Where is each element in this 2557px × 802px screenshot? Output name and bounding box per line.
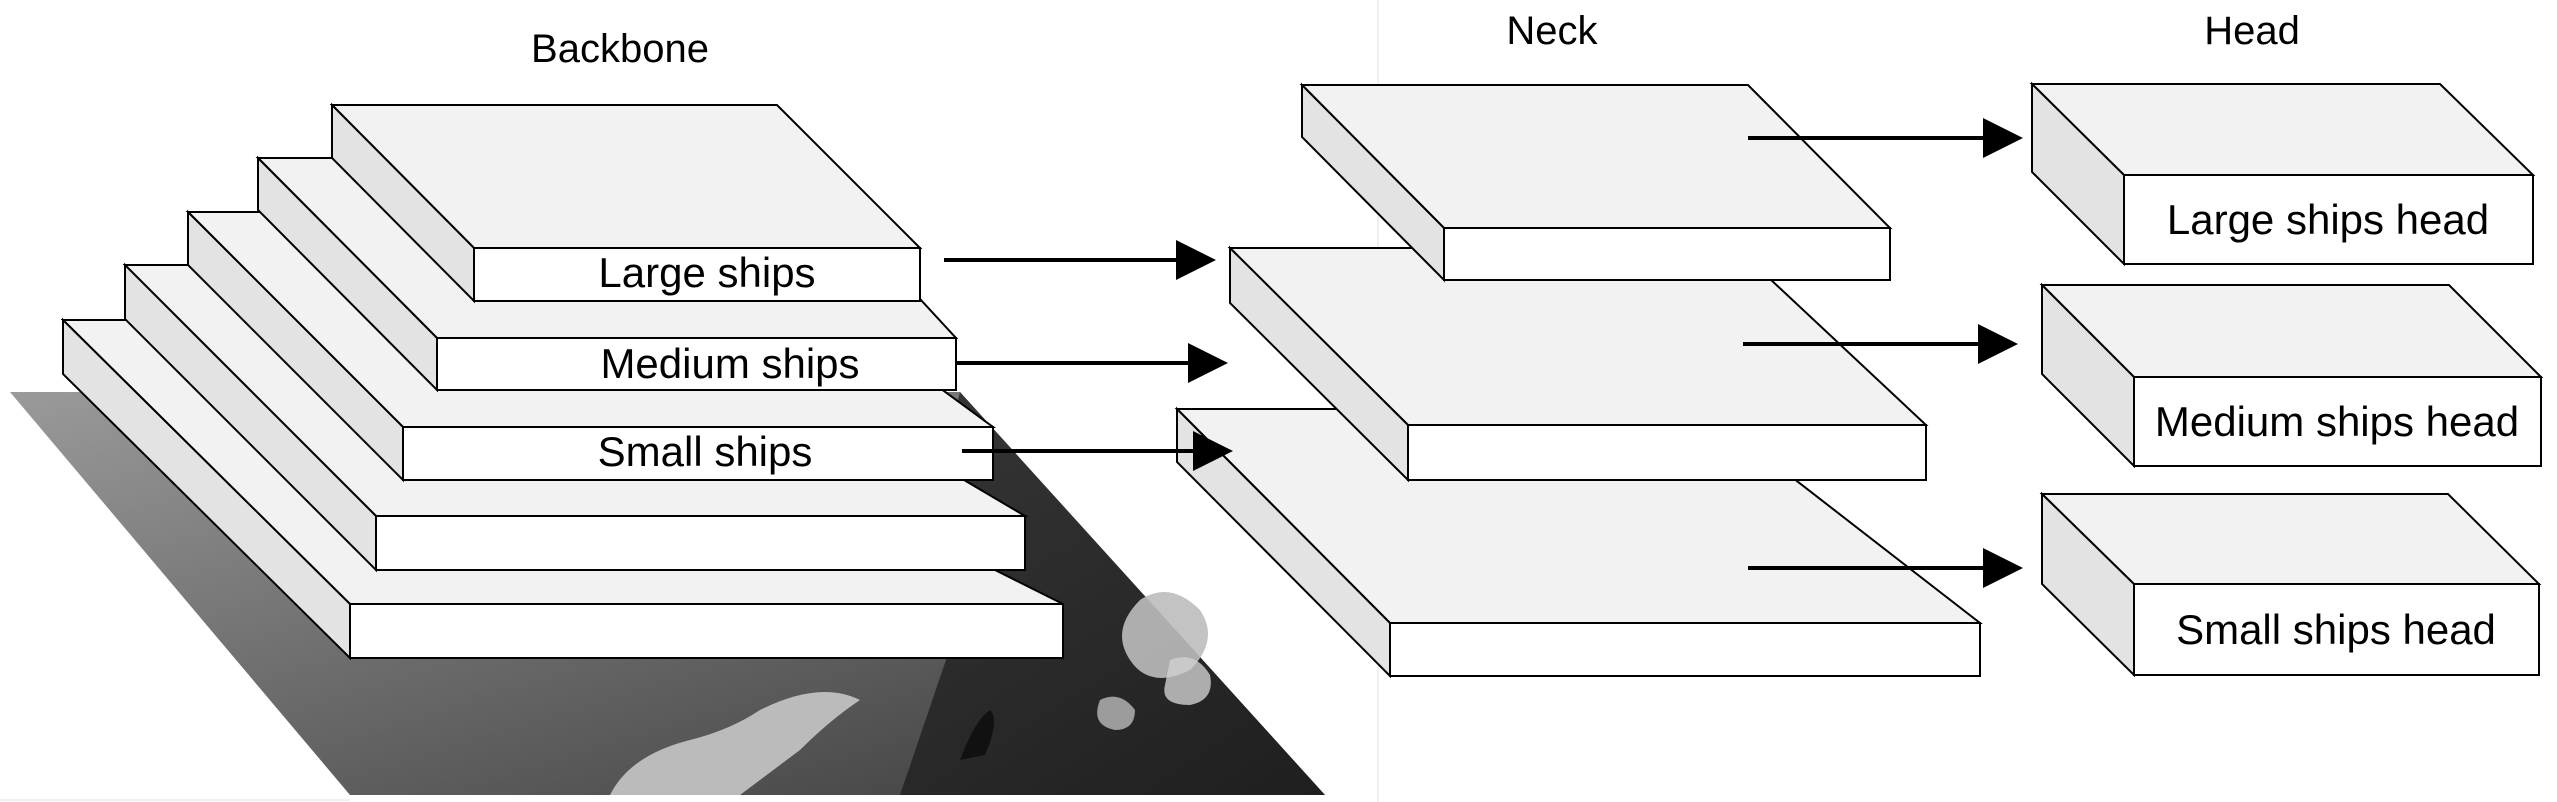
medium-ships-label: Medium ships: [600, 340, 859, 387]
head-title: Head: [2204, 9, 2300, 53]
head-box-medium: Medium ships head: [2039, 282, 2544, 469]
small-ships-label: Small ships: [598, 428, 813, 475]
head-box-large: Large ships head: [2029, 81, 2536, 267]
large-ships-label: Large ships: [598, 249, 815, 296]
head-box-small: Small ships head: [2039, 491, 2542, 678]
backbone-layer-1-large-ships: Large ships: [329, 102, 923, 304]
neck-layer-top: [1299, 82, 1893, 283]
small-ships-head-label: Small ships head: [2176, 606, 2496, 653]
neck-layer-middle: [1227, 245, 1929, 483]
backbone-title: Backbone: [531, 27, 709, 71]
medium-ships-head-label: Medium ships head: [2155, 398, 2519, 445]
neck-title: Neck: [1506, 9, 1598, 53]
large-ships-head-label: Large ships head: [2167, 196, 2489, 243]
